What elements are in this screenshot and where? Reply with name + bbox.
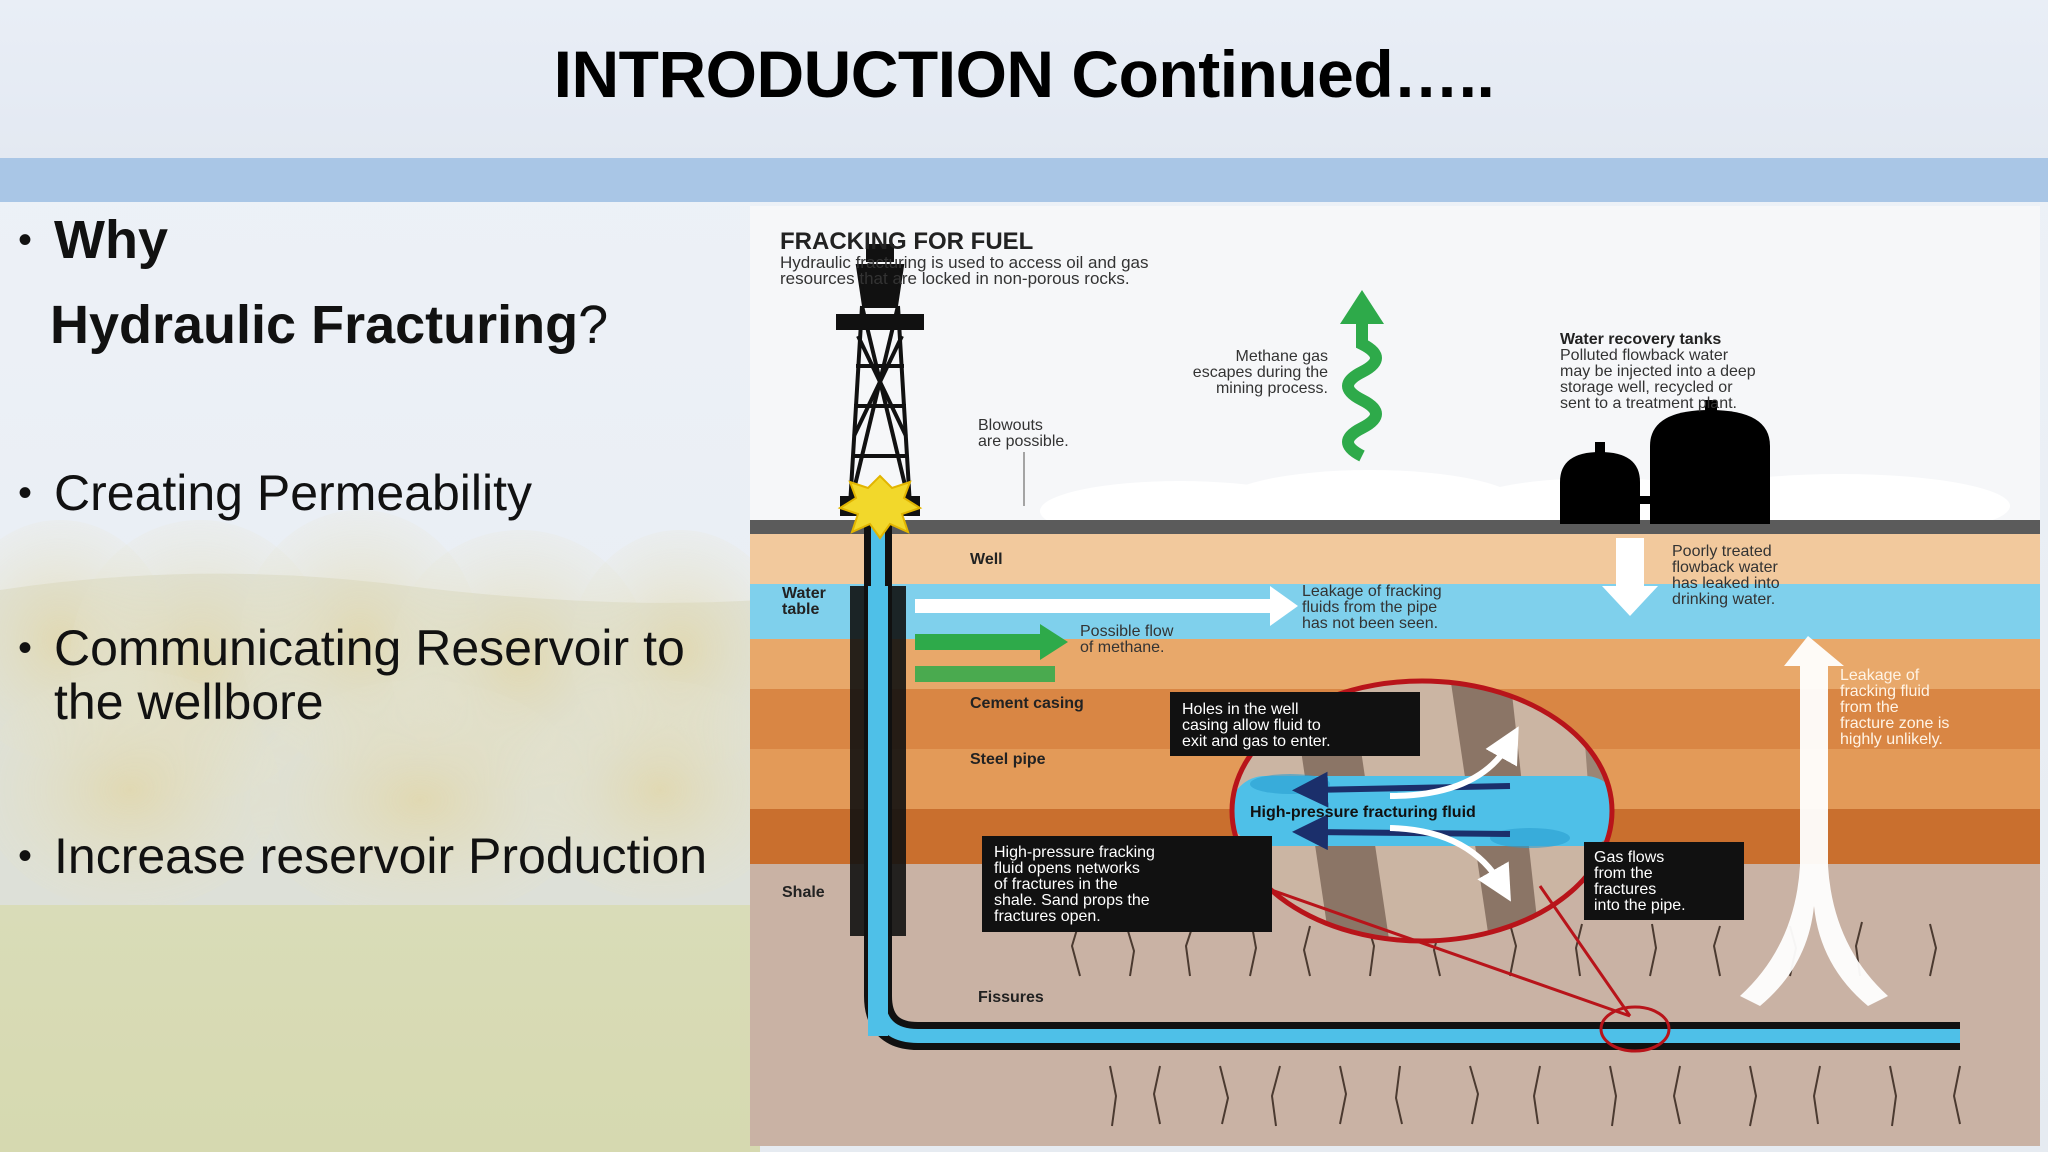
gas-flows-line2: from the	[1594, 865, 1653, 882]
well-label: Well	[970, 551, 1003, 568]
methane-label-line3: mining process.	[1216, 380, 1328, 397]
blowouts-label-line2: are possible.	[978, 433, 1069, 450]
diagram-subheading-line1: Hydraulic fracturing is used to access o…	[780, 253, 1149, 272]
bullet-text-line1: Communicating Reservoir to	[54, 620, 685, 676]
bullet-dot: •	[18, 834, 33, 878]
leakage-zone-line1: Leakage of	[1840, 667, 1920, 684]
fracking-diagram: FRACKING FOR FUEL Hydraulic fracturing i…	[750, 206, 2040, 1146]
bullet-dot: •	[18, 218, 33, 262]
bullet-text-line2: the wellbore	[54, 674, 324, 730]
holes-line2: casing allow fluid to	[1182, 717, 1321, 734]
hp-desc-line5: fractures open.	[994, 908, 1101, 925]
leakage-pipe-line2: fluids from the pipe	[1302, 599, 1437, 616]
water-table-label-line2: table	[782, 601, 819, 618]
gas-flows-callout: Gas flows from the fractures into the pi…	[1584, 842, 1744, 920]
hp-desc-line3: of fractures in the	[994, 876, 1118, 893]
hp-fluid-label: High-pressure fracturing fluid	[1250, 804, 1476, 821]
bullet-list: • Why Hydraulic Fracturing? • Creating P…	[0, 202, 750, 1152]
methane-escape-icon	[1340, 290, 1384, 462]
bullet-text: Creating Permeability	[54, 465, 532, 521]
shale-label: Shale	[782, 884, 825, 901]
cement-casing-label: Cement casing	[970, 695, 1084, 712]
diagram-heading: FRACKING FOR FUEL	[780, 228, 1033, 255]
holes-callout: Holes in the well casing allow fluid to …	[1170, 692, 1420, 756]
possible-flow-line2: of methane.	[1080, 639, 1165, 656]
poorly-treated-line4: drinking water.	[1672, 591, 1775, 608]
zoom-connector	[1259, 884, 1671, 1053]
poorly-treated-line2: flowback water	[1672, 559, 1778, 576]
bullet-why-continued: Hydraulic Fracturing?	[50, 297, 608, 354]
methane-label-line2: escapes during the	[1193, 364, 1328, 381]
leakage-pipe-arrow	[915, 586, 1298, 626]
diagram-subheading-line2: resources that are locked in non-porous …	[780, 269, 1130, 288]
tanks-title: Water recovery tanks	[1560, 331, 1721, 348]
methane-label-line1: Methane gas	[1235, 348, 1328, 365]
leakage-zone-line3: from the	[1840, 699, 1899, 716]
gas-flows-line4: into the pipe.	[1594, 897, 1686, 914]
methane-flow-arrows	[915, 624, 1068, 682]
possible-flow-line1: Possible flow	[1080, 623, 1174, 640]
leakage-pipe-line3: has not been seen.	[1302, 615, 1438, 632]
slide-title: INTRODUCTION Continued…..	[553, 37, 1495, 111]
bullet-why-line1: Why	[54, 210, 168, 270]
leakage-arrow-up	[1740, 636, 1888, 1006]
bullet-text: Increase reservoir Production	[54, 828, 708, 884]
ground-surface	[750, 520, 2040, 534]
leakage-zone-line4: fracture zone is	[1840, 715, 1949, 732]
poorly-treated-line1: Poorly treated	[1672, 543, 1772, 560]
leakage-zone-line2: fracking fluid	[1840, 683, 1930, 700]
gas-flows-line3: fractures	[1594, 881, 1656, 898]
tanks-text-line4: sent to a treatment plant.	[1560, 395, 1737, 412]
hp-desc-line2: fluid opens networks	[994, 860, 1140, 877]
blowouts-label-line1: Blowouts	[978, 417, 1043, 434]
water-table-label-line1: Water	[782, 585, 826, 602]
leakage-pipe-line1: Leakage of fracking	[1302, 583, 1442, 600]
hp-desc-line4: shale. Sand props the	[994, 892, 1150, 909]
leakage-zone-line5: highly unlikely.	[1840, 731, 1943, 748]
bullet-dot: •	[18, 626, 33, 670]
title-band	[0, 0, 2048, 158]
holes-line1: Holes in the well	[1182, 701, 1299, 718]
pipe-inner	[868, 586, 888, 1036]
tanks-text-line3: storage well, recycled or	[1560, 379, 1733, 396]
tanks-text-line2: may be injected into a deep	[1560, 363, 1756, 380]
water-recovery-tanks-icon	[1560, 400, 1770, 524]
bullet-why-line2: Hydraulic Fracturing	[50, 295, 579, 355]
blowout-burst-icon	[837, 474, 923, 540]
gas-flows-line1: Gas flows	[1594, 849, 1664, 866]
holes-line3: exit and gas to enter.	[1182, 733, 1331, 750]
tanks-text-line1: Polluted flowback water	[1560, 347, 1729, 364]
bullet-dot: •	[18, 471, 33, 515]
poorly-treated-line3: has leaked into	[1672, 575, 1780, 592]
title-divider-bar	[0, 158, 2048, 202]
fissures-label: Fissures	[978, 989, 1044, 1006]
steel-pipe-label: Steel pipe	[970, 751, 1046, 768]
flowback-arrow-down	[1602, 538, 1658, 616]
bullet-why-qmark: ?	[578, 295, 609, 355]
hp-desc-line1: High-pressure fracking	[994, 844, 1155, 861]
hp-description-callout: High-pressure fracking fluid opens netwo…	[982, 836, 1272, 932]
topsoil-layer	[750, 534, 2040, 584]
